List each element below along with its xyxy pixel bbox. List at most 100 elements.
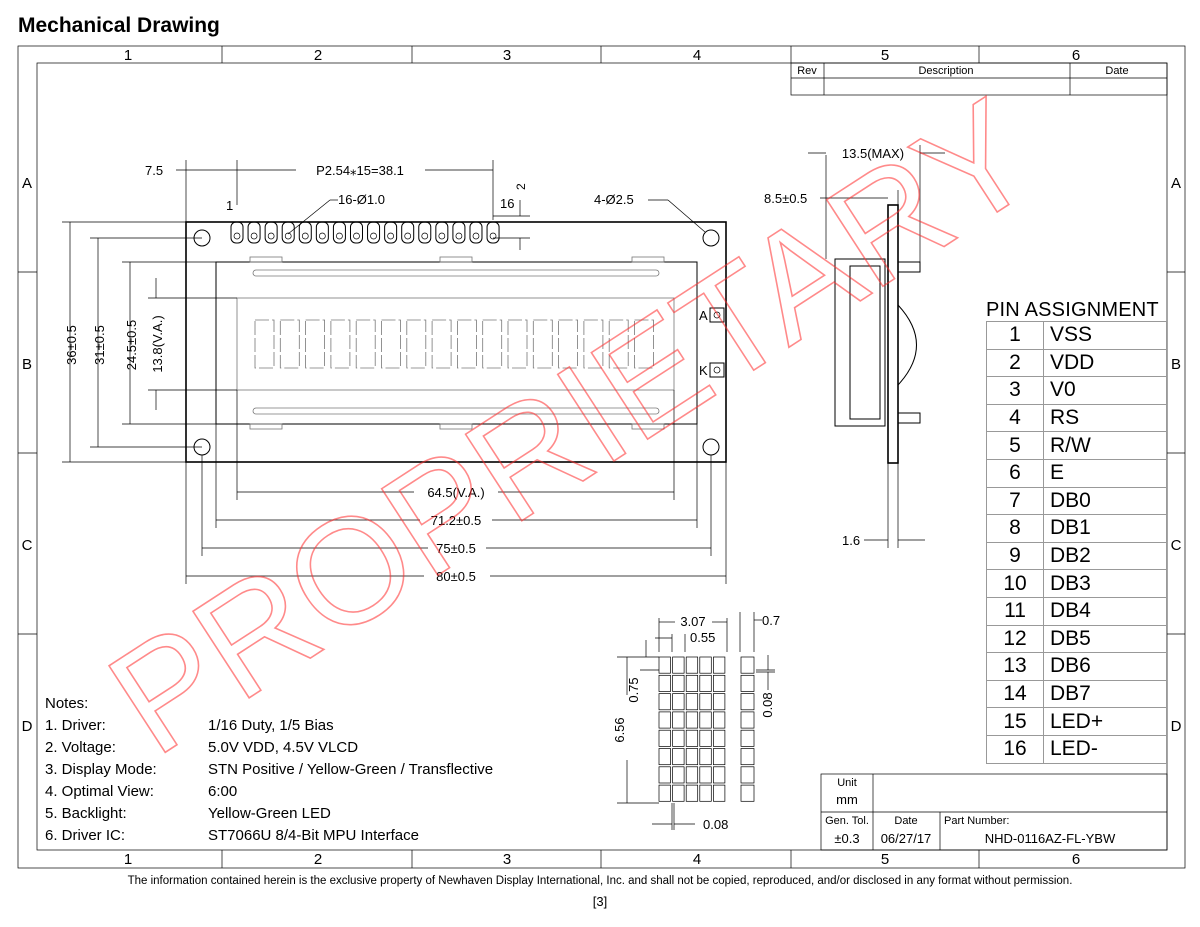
dot bbox=[740, 766, 755, 784]
dot-height-dim: 0.75 bbox=[626, 677, 641, 702]
col-label: 1 bbox=[124, 851, 132, 868]
row-label: A bbox=[1171, 175, 1181, 192]
dot-gap-v-dim: 0.08 bbox=[760, 692, 775, 717]
pin-height-dim: 2 bbox=[514, 183, 528, 190]
pcb-outline bbox=[185, 221, 727, 463]
pin-number: 4 bbox=[986, 403, 1044, 433]
char-cell bbox=[558, 319, 578, 369]
pin-number: 14 bbox=[986, 679, 1044, 709]
page-title: Mechanical Drawing bbox=[18, 14, 220, 37]
pin-pad bbox=[281, 221, 295, 244]
character-detail: 3.07 0.55 0.7 6.56 0.75 0.08 0.08 bbox=[612, 612, 780, 832]
cathode-label: K bbox=[699, 363, 708, 378]
dot bbox=[740, 711, 755, 729]
dot bbox=[713, 693, 726, 711]
pin-signal: DB4 bbox=[1043, 596, 1167, 626]
pin-signal: DB5 bbox=[1043, 624, 1167, 654]
pin-number: 11 bbox=[986, 596, 1044, 626]
pin-pad bbox=[349, 221, 363, 244]
row-label: D bbox=[22, 718, 33, 735]
pin-pad bbox=[418, 221, 432, 244]
pin-pad bbox=[264, 221, 278, 244]
dot bbox=[713, 766, 726, 784]
char-width-dim: 3.07 bbox=[680, 614, 705, 629]
part-number: NHD-0116AZ-FL-YBW bbox=[985, 831, 1116, 846]
dot bbox=[699, 711, 712, 729]
pcb-thickness-dim: 1.6 bbox=[842, 533, 860, 548]
revision-block: Rev Description Date bbox=[790, 62, 1168, 96]
dot bbox=[685, 784, 699, 802]
pin-signal: DB7 bbox=[1043, 679, 1167, 709]
tol-value: ±0.3 bbox=[834, 831, 859, 846]
dot bbox=[713, 729, 726, 747]
dot bbox=[658, 693, 671, 711]
side-view: 13.5(MAX) 8.5±0.5 1.6 bbox=[764, 145, 945, 548]
rev-header: Rev bbox=[797, 65, 817, 77]
char-cell bbox=[456, 319, 477, 369]
mount-hole bbox=[702, 438, 720, 456]
dot bbox=[740, 784, 755, 802]
pin-hole-dim: 16-Ø1.0 bbox=[338, 192, 385, 207]
date-value: 06/27/17 bbox=[881, 831, 932, 846]
note-label: 3. Display Mode: bbox=[45, 761, 157, 778]
pin-signal: DB6 bbox=[1043, 652, 1167, 681]
date-header: Date bbox=[1105, 65, 1128, 77]
col-label: 6 bbox=[1072, 851, 1080, 868]
col-label: 3 bbox=[503, 47, 511, 64]
dot-gap-h-dim: 0.08 bbox=[703, 817, 728, 832]
anode-label: A bbox=[699, 308, 708, 323]
pitch-dim: P2.54⁎15=38.1 bbox=[316, 163, 404, 178]
char-cell bbox=[279, 319, 300, 369]
note-row: 6. Driver IC:ST7066U 8/4-Bit MPU Interfa… bbox=[45, 825, 493, 847]
mount-hole-dim: 4-Ø2.5 bbox=[594, 192, 634, 207]
note-row: 5. Backlight:Yellow-Green LED bbox=[45, 803, 493, 825]
footer-notice: The information contained herein is the … bbox=[127, 875, 1073, 887]
pin-pad bbox=[435, 221, 449, 244]
dot-width-dim: 0.55 bbox=[690, 630, 715, 645]
pin-signal: LED- bbox=[1043, 734, 1167, 764]
row-label: C bbox=[1171, 537, 1182, 554]
dot bbox=[672, 766, 685, 784]
pin-number: 9 bbox=[986, 541, 1044, 571]
pin-pad bbox=[469, 221, 483, 244]
row-label: B bbox=[1171, 356, 1181, 373]
char-cell bbox=[507, 319, 528, 369]
width-holes-dim: 75±0.5 bbox=[436, 541, 476, 556]
dot bbox=[740, 693, 755, 711]
dot bbox=[713, 674, 726, 692]
char-cell bbox=[583, 319, 604, 369]
col-label: 1 bbox=[124, 47, 132, 64]
note-row: 3. Display Mode:STN Positive / Yellow-Gr… bbox=[45, 759, 493, 781]
pin-pad bbox=[452, 221, 466, 244]
pin-number: 1 bbox=[986, 321, 1044, 350]
dot bbox=[699, 784, 712, 802]
dot-matrix bbox=[658, 656, 755, 802]
width-bezel-dim: 71.2±0.5 bbox=[431, 513, 482, 528]
pin-signal: R/W bbox=[1043, 431, 1167, 460]
pin-number: 5 bbox=[986, 431, 1044, 460]
note-value: 1/16 Duty, 1/5 Bias bbox=[208, 717, 334, 734]
dot bbox=[713, 656, 726, 674]
col-label: 5 bbox=[881, 851, 889, 868]
pin-number: 10 bbox=[986, 569, 1044, 598]
char-cell bbox=[330, 319, 351, 369]
pin-signal: DB0 bbox=[1043, 486, 1167, 516]
row-label: C bbox=[22, 537, 33, 554]
char-cell bbox=[381, 319, 401, 369]
col-label: 5 bbox=[881, 47, 889, 64]
dot bbox=[740, 729, 755, 747]
grid-labels: 1 2 3 4 5 6 1 2 3 4 5 6 A B C D A B C D bbox=[22, 47, 1182, 868]
dot bbox=[713, 784, 726, 802]
col-label: 6 bbox=[1072, 47, 1080, 64]
dot bbox=[658, 766, 671, 784]
dot bbox=[699, 693, 712, 711]
dot bbox=[658, 784, 671, 802]
